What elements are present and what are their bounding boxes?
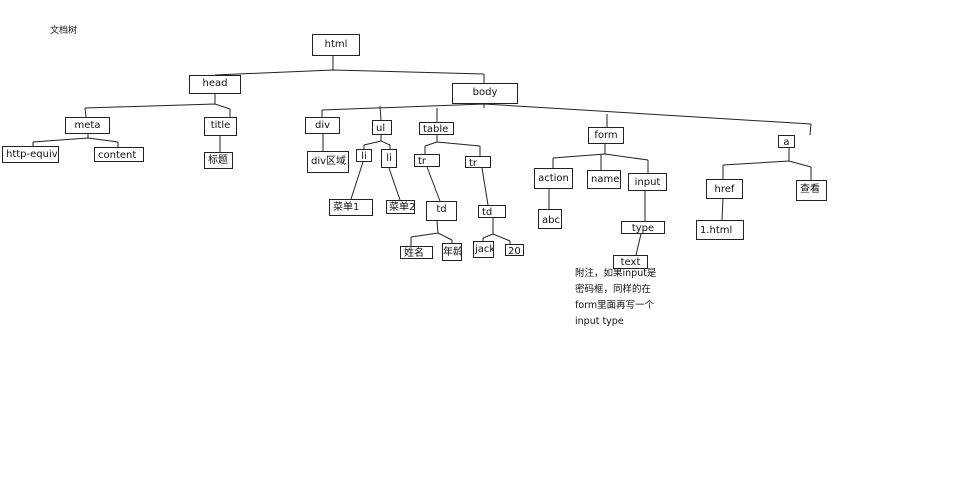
edge-to-a	[809, 123, 812, 136]
node-tr-2: tr	[465, 156, 491, 168]
node-body: body	[452, 83, 518, 104]
edge-type	[635, 233, 642, 256]
node-form: form	[588, 127, 624, 144]
edge-table-children	[424, 141, 481, 147]
edge-to-meta	[84, 107, 87, 118]
node-href-value: 1.html	[696, 220, 744, 240]
edge-li2	[388, 167, 401, 201]
node-li-2: li	[381, 149, 397, 168]
node-td-2: td	[478, 205, 506, 218]
node-content: content	[94, 147, 144, 162]
footnote-line: 密码框，同样的在	[575, 284, 652, 295]
node-a: a	[778, 135, 795, 148]
edge-a-children	[722, 160, 812, 168]
edge-li1	[350, 161, 364, 200]
node-cell-age: 年龄	[442, 243, 462, 261]
node-view: 查看	[796, 180, 827, 201]
footnote: 附注，如果input是 密码框，同样的在 form里面再写一个 input ty…	[575, 266, 656, 330]
edge-meta-children	[32, 137, 119, 143]
edge-td2-children	[482, 233, 511, 242]
node-type: type	[621, 221, 665, 234]
node-action: action	[534, 168, 573, 189]
footnote-line: input type	[575, 316, 624, 327]
node-cell-name: 姓名	[400, 246, 433, 259]
edge-to-ul	[379, 105, 382, 121]
edge-td1	[436, 220, 439, 234]
node-li-1: li	[356, 149, 372, 162]
footnote-line: form里面再写一个	[575, 300, 655, 311]
node-name: name	[587, 170, 621, 189]
node-meta: meta	[65, 117, 110, 134]
node-abc: abc	[538, 209, 562, 229]
node-div: div	[305, 117, 340, 134]
node-html: html	[312, 34, 360, 56]
node-td-1: td	[426, 201, 457, 221]
node-cell-jack: jack	[473, 241, 494, 258]
node-title-text: 标题	[204, 152, 233, 169]
node-tr-1: tr	[414, 154, 440, 167]
node-head: head	[189, 75, 241, 94]
edge-body-children	[321, 103, 812, 125]
edge-html-children	[214, 69, 485, 76]
node-http-equiv: http-equiv	[2, 146, 59, 163]
edge-form-children	[552, 153, 649, 161]
node-text: text	[613, 255, 648, 269]
node-ul: ul	[372, 120, 392, 135]
node-menu-1: 菜单1	[329, 199, 373, 216]
node-href: href	[706, 179, 743, 199]
node-menu-2: 菜单2	[386, 200, 415, 214]
diagram-title: 文档树	[50, 26, 78, 36]
footnote-line: 附注，如果input是	[575, 268, 657, 279]
node-div-text: div区域	[307, 151, 349, 173]
node-table: table	[419, 122, 454, 135]
edge-head-children	[84, 103, 231, 110]
node-title: title	[204, 117, 237, 136]
edge-tr2	[481, 167, 489, 206]
edge-ul-children	[363, 140, 391, 146]
edge-tr1	[426, 166, 441, 202]
node-cell-20: 20	[505, 244, 524, 256]
edge-td1-children	[410, 232, 453, 241]
edge-href	[721, 198, 724, 221]
node-input: input	[628, 173, 667, 191]
